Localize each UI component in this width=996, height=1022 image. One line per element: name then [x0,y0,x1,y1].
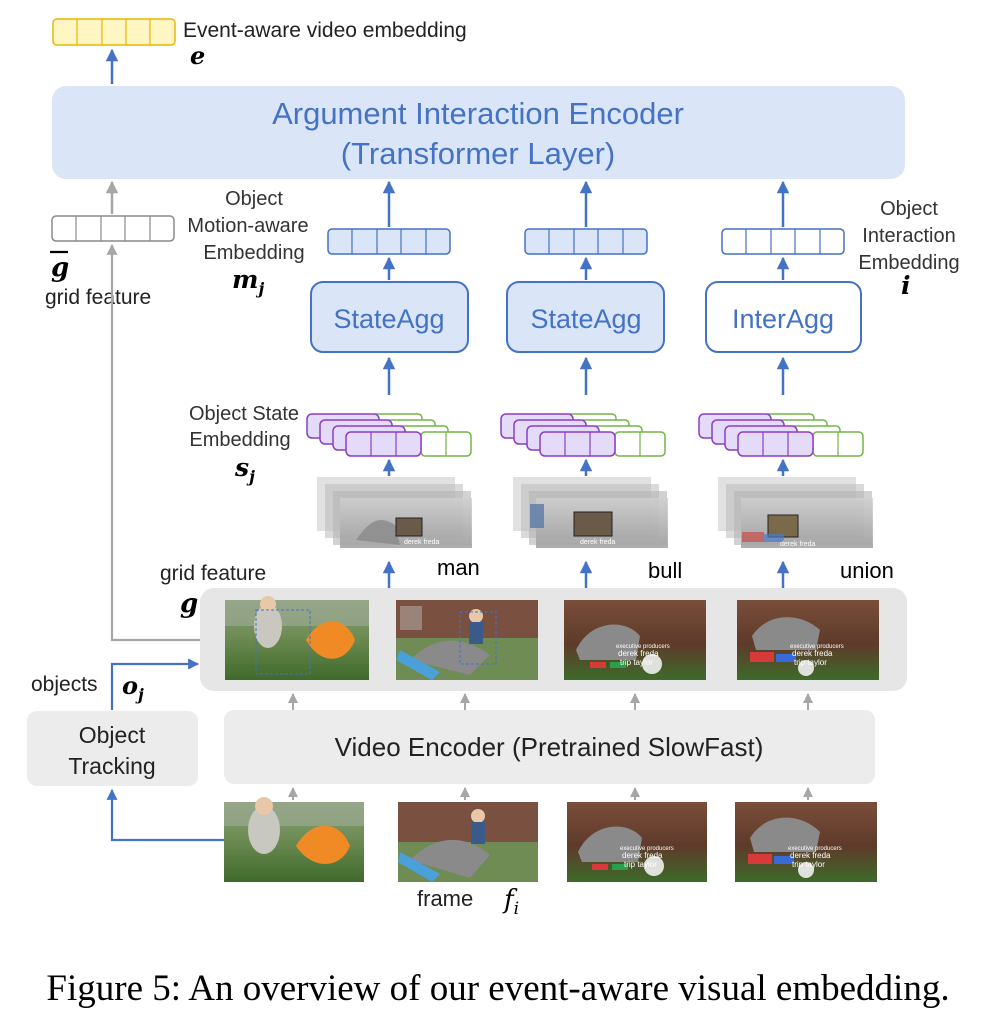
i-symbol: i [901,271,911,300]
s-symbol: sj [234,453,255,486]
crop-caption-bull: derek freda [580,539,616,546]
input-frame-3: executive producers derek freda trip tay… [567,802,707,882]
e-symbol: e [190,41,205,70]
grid-caption-3b: derek freda [618,649,659,658]
object-tracking-box [27,711,198,786]
frame-caption-4c: trip taylor [792,860,825,869]
object-tracking-line1: Object [79,722,146,748]
state-emb-label-line1: Object State [189,403,299,425]
grid-caption-4b: derek freda [792,649,833,658]
video-encoder-box [224,710,875,784]
g-symbol: g [180,589,198,619]
frame-caption-3a: executive producers [620,846,674,852]
argument-label-bull: bull [648,558,682,583]
event-embedding-label: Event-aware video embedding [183,19,467,42]
state-embedding-stack-3 [698,413,864,457]
interaction-label-line3: Embedding [858,252,959,274]
frame-caption-4b: derek freda [790,851,831,860]
object-crop-stack-bull: derek freda [513,477,668,548]
input-frame-4: executive producers derek freda trip tay… [735,802,877,882]
motion-label-line1: Object [225,188,283,210]
object-tracking-line2: Tracking [68,753,155,779]
input-frame-2 [398,802,538,882]
grid-caption-3a: executive producers [616,644,670,650]
frame-caption-3b: derek freda [622,851,663,860]
frame-label: frame [417,886,473,911]
motion-embedding-vector-2 [524,228,648,255]
grid-feature-bar-vector [51,215,175,242]
figure-caption: Figure 5: An overview of our event-aware… [46,968,949,1009]
grid-caption-4c: trip taylor [794,658,827,667]
inter-agg-label: InterAgg [732,304,834,334]
encoder-title-line2: (Transformer Layer) [341,136,615,171]
grid-feature-top-label: grid feature [45,286,151,309]
state-agg-label-2: StateAgg [530,304,641,334]
state-agg-box-2 [506,281,665,353]
interaction-embedding-vector [721,228,845,255]
video-encoder-label: Video Encoder (Pretrained SlowFast) [335,732,764,762]
frame-caption-4a: executive producers [788,846,842,852]
grid-frame-4: executive producers derek freda trip tay… [737,600,879,680]
arrow-frame-to-tracking [106,788,224,842]
o-symbol: oj [122,671,144,704]
f-symbol: fi [502,885,519,919]
crop-caption-man: derek freda [404,539,440,546]
state-embedding-stack-1 [306,413,472,457]
m-symbol: mj [232,265,264,298]
object-crop-stack-union: derek freda [718,477,873,548]
grid-frame-3: executive producers derek freda trip tay… [564,600,706,680]
interaction-label-line2: Interaction [862,225,955,247]
encoder-title-line1: Argument Interaction Encoder [272,96,684,131]
event-embedding-vector [52,18,176,46]
state-agg-box-1 [310,281,469,353]
grid-caption-4a: executive producers [790,644,844,650]
state-emb-label-line2: Embedding [189,429,290,451]
argument-interaction-encoder-box [52,86,905,179]
grid-frame-2 [396,600,538,680]
objects-label: objects [31,673,98,696]
argument-label-man: man [437,555,480,580]
grid-frame-1 [225,596,369,680]
crop-caption-union: derek freda [780,541,816,548]
grid-feature-mid-label: grid feature [160,562,266,585]
grid-caption-3c: trip taylor [620,658,653,667]
motion-label-line2: Motion-aware [187,215,308,237]
object-crop-stack-man: derek freda [317,477,472,548]
frame-caption-3c: trip taylor [624,860,657,869]
inter-agg-box [705,281,862,353]
state-embedding-stack-2 [500,413,666,457]
state-agg-label-1: StateAgg [333,304,444,334]
arrow-grid-panel-to-gbar [106,243,200,642]
input-frame-1 [224,797,364,882]
argument-label-union: union [840,558,894,583]
interaction-label-line1: Object [880,198,938,220]
g-bar-symbol: g [51,253,69,283]
arrow-objects-to-grid [110,658,200,710]
grid-feature-panel [200,588,907,691]
motion-embedding-vector-1 [327,228,451,255]
motion-label-line3: Embedding [203,242,304,264]
